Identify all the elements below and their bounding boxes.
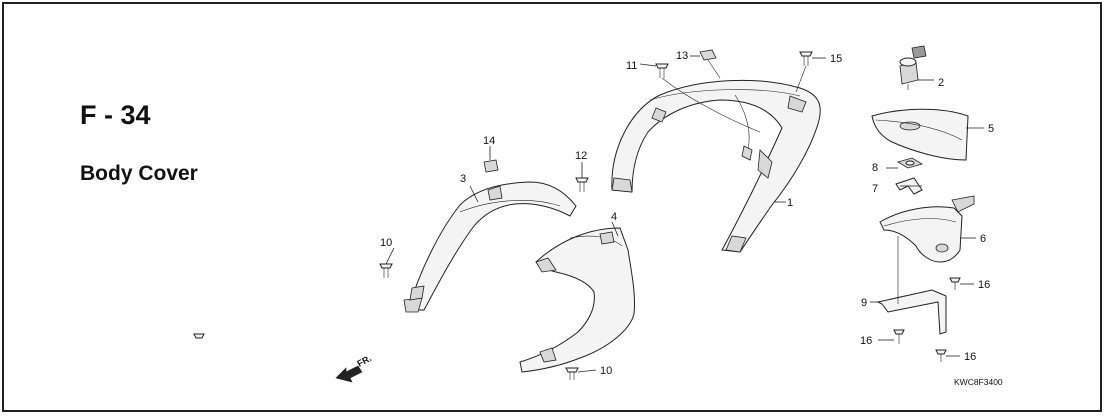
bolt-10b <box>565 367 579 380</box>
bolt-15 <box>799 51 813 66</box>
part-seal <box>876 289 947 335</box>
part-key-lock <box>899 45 927 90</box>
callouts: 1 2 3 4 5 6 7 8 9 10 10 11 12 13 14 15 1… <box>380 50 994 377</box>
callout-1: 1 <box>787 197 793 209</box>
callout-10a: 10 <box>380 237 392 249</box>
part-bracket <box>879 195 975 263</box>
callout-16b: 16 <box>860 335 872 347</box>
direction-label: FR. <box>355 353 372 369</box>
part-center-cover <box>519 227 636 373</box>
callout-8: 8 <box>872 162 878 174</box>
callout-16c: 16 <box>964 351 976 363</box>
bolt-11 <box>655 63 669 78</box>
part-rear-cover <box>611 79 821 253</box>
part-side-cover <box>403 181 577 313</box>
bolt-10a <box>379 263 393 278</box>
callout-14: 14 <box>483 135 495 147</box>
callout-13: 13 <box>676 50 688 62</box>
clip-13 <box>699 49 717 61</box>
part-pan <box>871 108 969 161</box>
figure-code: KWC8F3400 <box>954 377 1003 387</box>
bolt-12 <box>575 177 589 192</box>
callout-16a: 16 <box>978 279 990 291</box>
front-direction-indicator: FR. <box>335 353 373 383</box>
callout-5: 5 <box>988 123 994 135</box>
page-title: Body Cover <box>80 162 198 185</box>
callout-2: 2 <box>938 77 944 89</box>
bolt-16b-real <box>893 329 905 344</box>
clip-14 <box>483 159 499 173</box>
callout-10b: 10 <box>600 365 612 377</box>
direction-arrow-icon <box>335 365 363 383</box>
callout-3: 3 <box>460 173 466 185</box>
callout-12: 12 <box>575 150 587 162</box>
leader-lines <box>385 55 984 373</box>
bolt-16a <box>949 277 961 290</box>
callout-4: 4 <box>611 211 617 223</box>
callout-11: 11 <box>626 60 637 72</box>
bolt-16c <box>935 349 947 362</box>
page-code: F - 34 <box>80 100 151 130</box>
callout-15: 15 <box>830 53 842 65</box>
bolt-16b <box>193 333 205 339</box>
callout-9: 9 <box>861 297 867 309</box>
callout-7: 7 <box>872 183 878 195</box>
part-grommet <box>897 157 923 169</box>
callout-6: 6 <box>980 233 986 245</box>
